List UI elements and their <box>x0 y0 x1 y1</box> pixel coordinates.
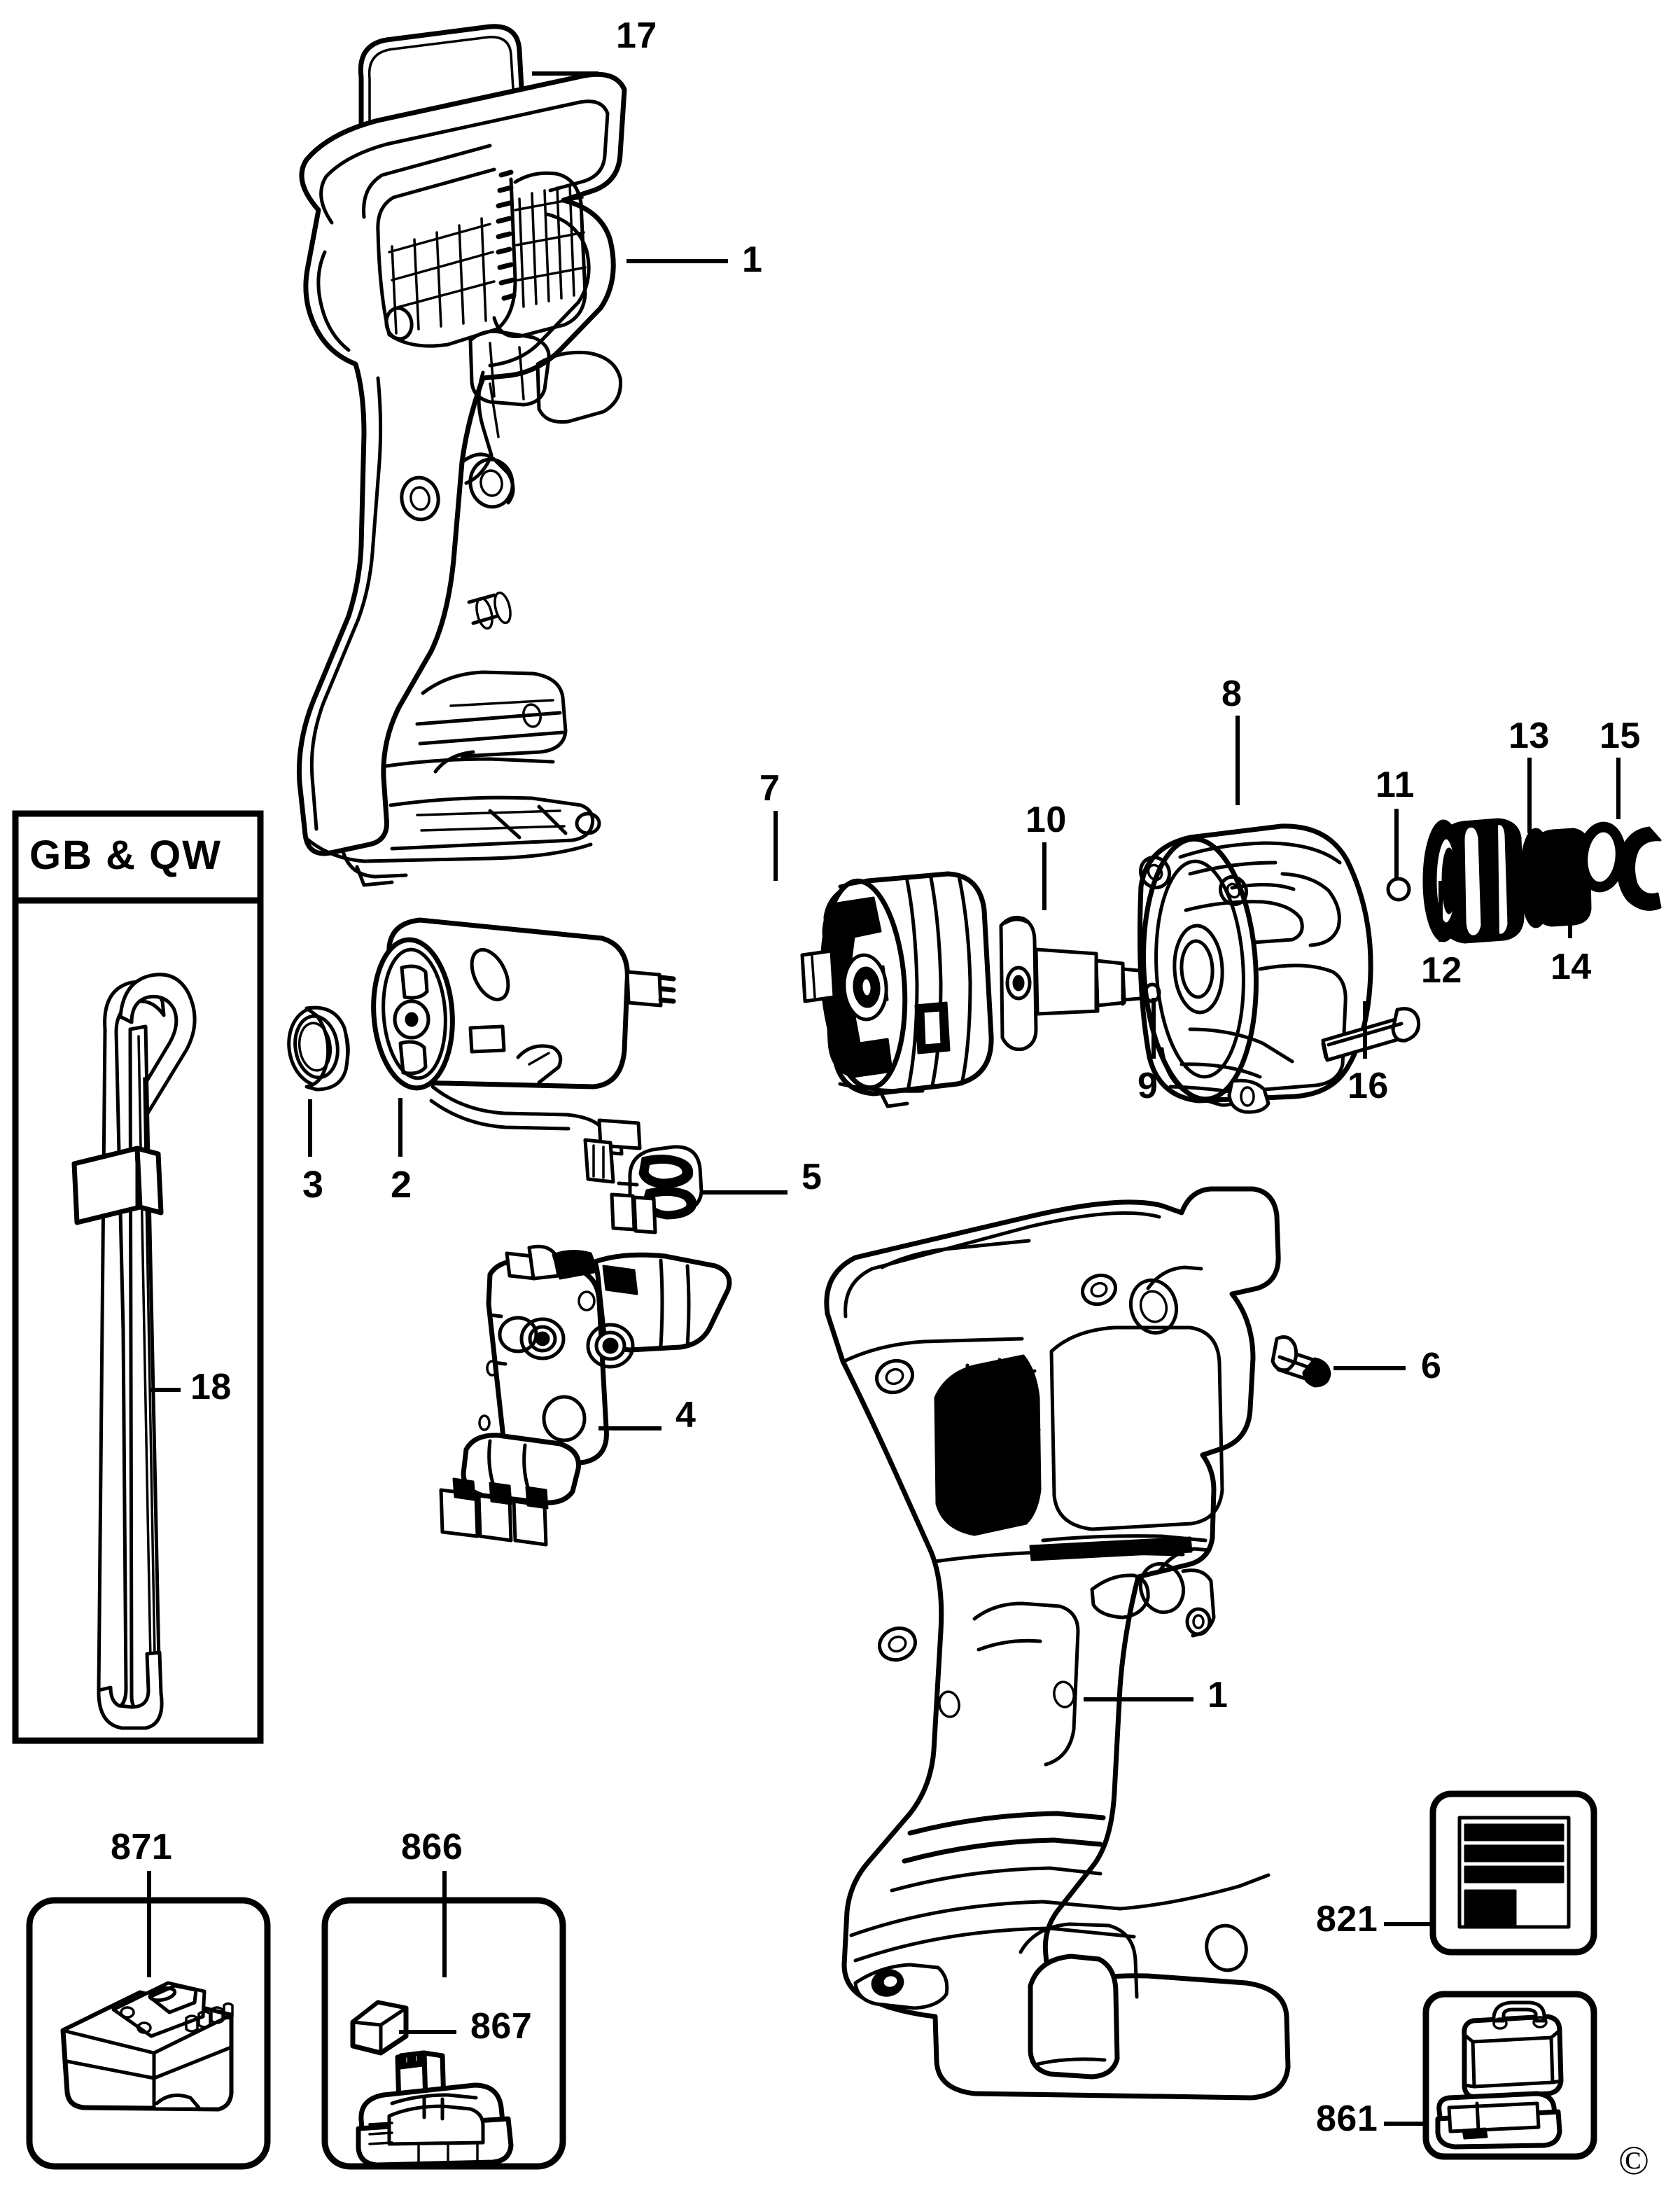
callout-5: 5 <box>802 1157 822 1197</box>
part-867-terminal-cap <box>350 2000 409 2056</box>
callout-17: 17 <box>616 15 657 56</box>
callout-7: 7 <box>760 768 780 809</box>
callout-16: 16 <box>1348 1066 1389 1106</box>
part-7-gearbox-assembly <box>800 871 994 1108</box>
callout-12: 12 <box>1421 950 1462 991</box>
callout-1-right: 1 <box>1208 1675 1228 1715</box>
callout-821: 821 <box>1316 1899 1378 1940</box>
part-6-screw <box>1270 1335 1331 1388</box>
part-11-detent-ball <box>1386 877 1411 902</box>
callout-11: 11 <box>1376 765 1415 805</box>
part-15-retaining-ring <box>1617 826 1662 911</box>
part-1-housing-half-right <box>824 1186 1291 2101</box>
part-12-chuck-sleeve <box>1422 818 1525 944</box>
part-3-motor-end-cap <box>287 1005 350 1092</box>
accessory-box-871 <box>26 1897 271 2170</box>
copyright-symbol: © <box>1618 2138 1650 2183</box>
callout-18: 18 <box>190 1367 232 1407</box>
callout-4: 4 <box>676 1395 696 1435</box>
part-13-spring <box>1519 828 1592 928</box>
part-5-terminal-connector <box>610 1145 704 1234</box>
accessory-box-821 <box>1429 1790 1597 1956</box>
variant-panel-title: GB & QW <box>29 833 222 878</box>
part-18-wrist-strap <box>71 973 197 1730</box>
callout-13: 13 <box>1508 716 1550 756</box>
callout-3: 3 <box>302 1164 324 1206</box>
callout-6: 6 <box>1421 1346 1442 1386</box>
callout-14: 14 <box>1550 947 1592 987</box>
callout-867: 867 <box>470 2006 533 2047</box>
callout-8: 8 <box>1222 674 1242 714</box>
part-871-charger <box>60 1981 234 2112</box>
callout-1-left: 1 <box>742 239 763 280</box>
callout-9: 9 <box>1138 1066 1158 1106</box>
accessory-box-861 <box>1422 1991 1597 2160</box>
callout-861: 861 <box>1316 2098 1378 2139</box>
callout-15: 15 <box>1600 716 1641 756</box>
part-8-gear-case <box>1138 823 1373 1114</box>
part-821-warning-label <box>1457 1816 1571 1929</box>
part-861-kit-box <box>1435 2000 1564 2150</box>
callout-866: 866 <box>401 1827 463 1867</box>
callout-871: 871 <box>111 1827 173 1867</box>
part-2-motor <box>371 917 676 1184</box>
callout-10: 10 <box>1026 800 1067 840</box>
part-866-battery-pack <box>356 2050 514 2168</box>
callout-2: 2 <box>391 1164 412 1206</box>
leader-lines <box>147 71 1620 2126</box>
variant-panel-gb-qw <box>12 810 264 1744</box>
part-4-trigger-switch <box>439 1244 732 1547</box>
part-1-housing-half-left <box>296 71 627 887</box>
